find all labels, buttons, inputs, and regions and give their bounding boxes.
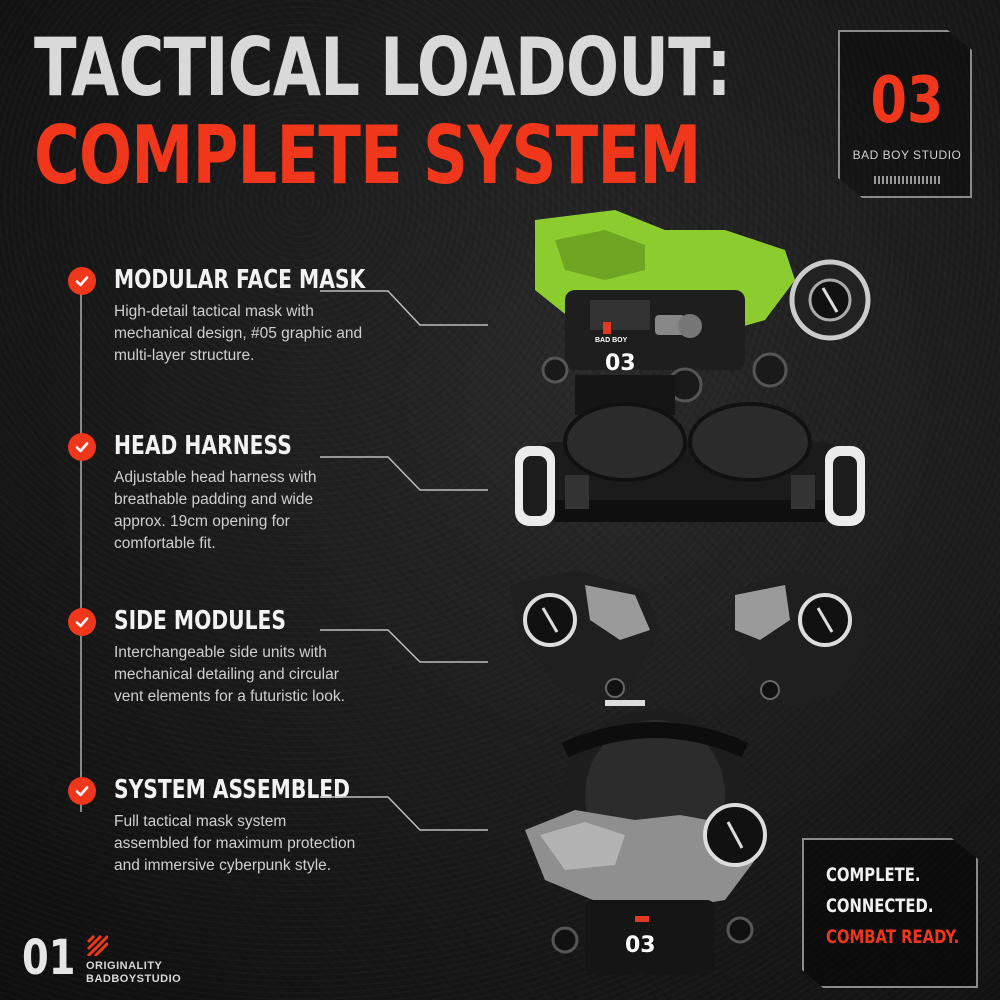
callout-line-connected: CONNECTED. — [826, 895, 934, 917]
feature-description: Interchangeable side units with mechanic… — [114, 644, 345, 705]
callout-line-combat-ready: COMBAT READY. — [826, 926, 960, 948]
feature-description: High-detail tactical mask with mechanica… — [114, 303, 363, 364]
feature-title: SIDE MODULES — [114, 606, 287, 636]
head-harness-illustration — [515, 402, 865, 526]
product-illustrations: 03 BAD BOY — [510, 210, 871, 975]
feature-title: SYSTEM ASSEMBLED — [114, 775, 350, 805]
face-mask-illustration: 03 BAD BOY — [535, 210, 871, 415]
mask-side-text: BAD BOY — [595, 337, 628, 344]
side-module-right — [730, 570, 870, 710]
leader-line-harness — [320, 456, 488, 491]
logo-stripes-icon — [86, 934, 108, 956]
leader-line-side-modules — [320, 629, 488, 663]
page-title: TACTICAL LOADOUT: COMPLETE SYSTEM — [34, 21, 732, 202]
mask-number-text: 03 — [605, 351, 636, 376]
check-icon — [68, 608, 96, 636]
side-module-left — [510, 570, 660, 706]
leader-line-assembled — [320, 796, 488, 831]
assembled-system-illustration: 03 — [525, 710, 767, 975]
logo-studio-name: BADBOYSTUDIO — [86, 973, 182, 985]
logo-tagline: ORIGINALITY — [86, 960, 163, 972]
assembled-number-text: 03 — [625, 933, 656, 958]
studio-badge: 03 BAD BOY STUDIO — [838, 30, 972, 198]
leader-line-mask — [320, 290, 488, 326]
feature-description: Full tactical mask system assembled for … — [114, 813, 356, 874]
title-line-1: TACTICAL LOADOUT: — [34, 21, 732, 114]
logo-number: 01 — [22, 930, 76, 986]
title-line-2: COMPLETE SYSTEM — [34, 109, 701, 202]
check-icon — [68, 777, 96, 805]
check-icon — [68, 267, 96, 295]
side-modules-illustration — [510, 570, 870, 710]
feature-timeline — [80, 292, 82, 812]
badge-studio-name: BAD BOY STUDIO — [852, 148, 962, 162]
badge-barcode — [874, 176, 940, 184]
feature-title: HEAD HARNESS — [114, 431, 292, 461]
feature-title: MODULAR FACE MASK — [114, 265, 366, 295]
callout-box: COMPLETE. CONNECTED. COMBAT READY. — [802, 838, 978, 988]
callout-line-complete: COMPLETE. — [826, 864, 921, 886]
check-icon — [68, 433, 96, 461]
badge-number: 03 — [870, 64, 944, 138]
feature-description: Adjustable head harness with breathable … — [114, 469, 317, 552]
